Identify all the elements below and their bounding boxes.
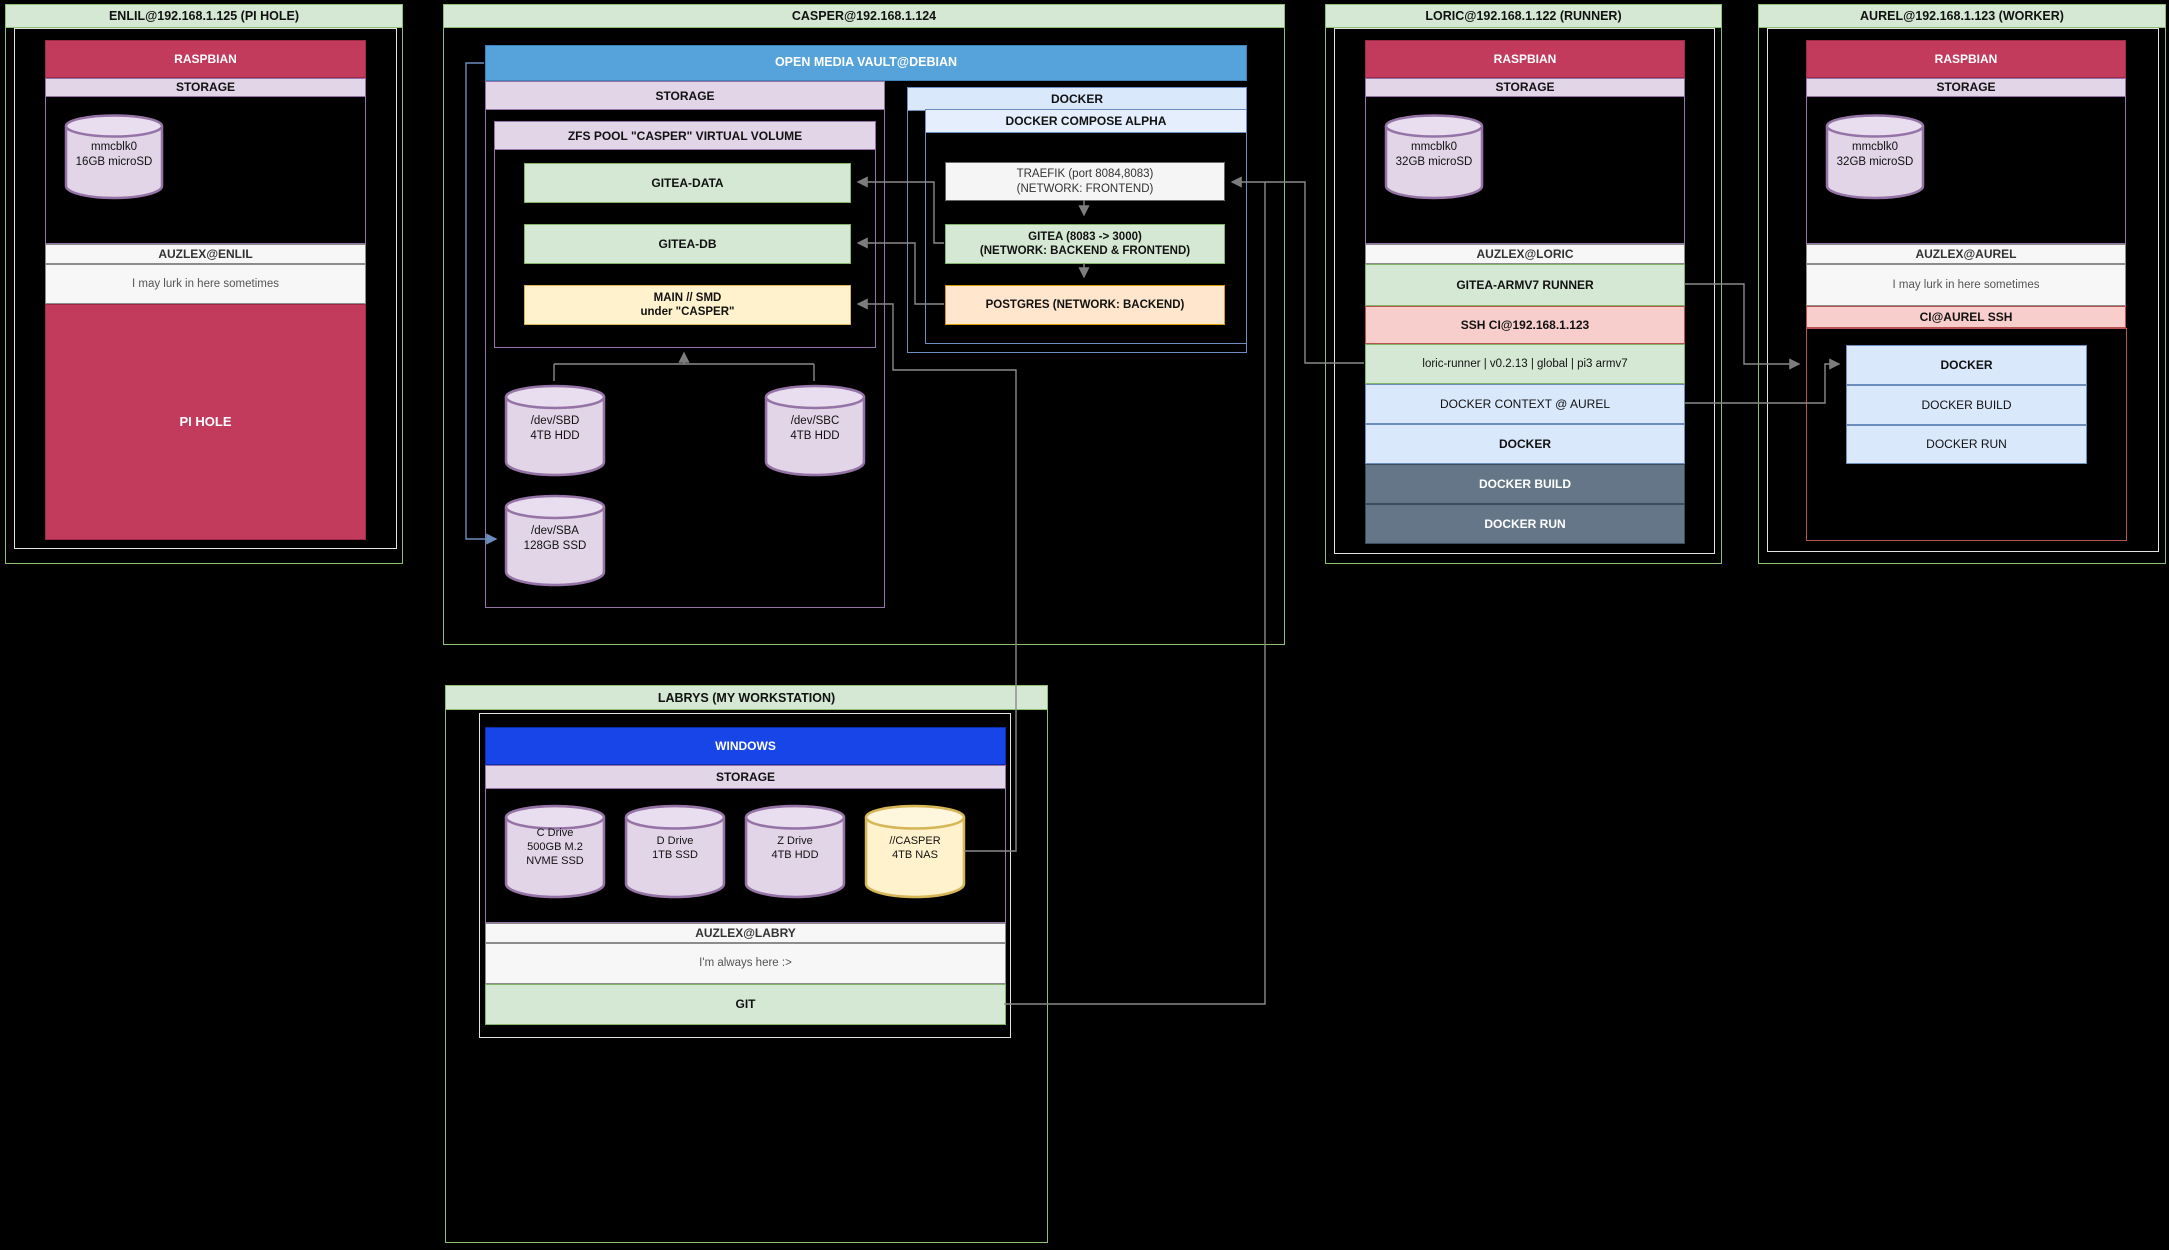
aurel-docker-run-row: DOCKER RUN: [1846, 425, 2087, 464]
casper-storage-header: STORAGE: [486, 82, 884, 110]
loric-os-raspbian: RASPBIAN: [1365, 40, 1685, 78]
enlil-pihole-service: PI HOLE: [45, 304, 366, 540]
labrys-os-windows: WINDOWS: [485, 727, 1006, 765]
casper-docker-header: DOCKER: [908, 88, 1246, 111]
machine-aurel: AUREL@192.168.1.123 (WORKER) RASPBIAN ST…: [1758, 4, 2166, 564]
enlil-os-raspbian: RASPBIAN: [45, 40, 366, 78]
labrys-title: LABRYS (MY WORKSTATION): [446, 686, 1047, 710]
loric-title: LORIC@192.168.1.122 (RUNNER): [1326, 5, 1721, 28]
aurel-ci-container: [1806, 328, 2127, 541]
aurel-title: AUREL@192.168.1.123 (WORKER): [1759, 5, 2165, 28]
labrys-user-note: I'm always here :>: [485, 943, 1006, 984]
aurel-user-note: I may lurk in here sometimes: [1806, 264, 2126, 306]
loric-docker-row: DOCKER: [1365, 424, 1685, 464]
casper-service-gitea: GITEA (8083 -> 3000)(NETWORK: BACKEND & …: [945, 224, 1225, 264]
aurel-storage-header: STORAGE: [1806, 78, 2126, 97]
casper-zfs-container: ZFS POOL "CASPER" VIRTUAL VOLUME: [494, 121, 876, 348]
labrys-storage-header: STORAGE: [485, 765, 1006, 789]
enlil-storage-label: STORAGE: [175, 80, 236, 94]
labrys-user-row: AUZLEX@LABRY: [485, 923, 1006, 943]
casper-volume-gitea-db: GITEA-DB: [524, 224, 851, 264]
labrys-git-row: GIT: [485, 984, 1006, 1025]
enlil-os-label: RASPBIAN: [174, 51, 237, 66]
aurel-docker-build-row: DOCKER BUILD: [1846, 385, 2087, 425]
casper-service-traefik: TRAEFIK (port 8084,8083)(NETWORK: FRONTE…: [945, 162, 1225, 201]
loric-storage-header: STORAGE: [1365, 78, 1685, 97]
loric-docker-context-row: DOCKER CONTEXT @ AUREL: [1365, 384, 1685, 424]
enlil-storage-header: STORAGE: [45, 78, 366, 97]
aurel-user-row: AUZLEX@AUREL: [1806, 244, 2126, 264]
casper-volume-gitea-data: GITEA-DATA: [524, 163, 851, 203]
machine-enlil: ENLIL@192.168.1.125 (PI HOLE) RASPBIAN S…: [5, 4, 403, 564]
aurel-os-raspbian: RASPBIAN: [1806, 40, 2126, 78]
aurel-docker-row: DOCKER: [1846, 345, 2087, 385]
aurel-ci-ssh-row: CI@AUREL SSH: [1806, 306, 2126, 328]
machine-casper: CASPER@192.168.1.124 OPEN MEDIA VAULT@DE…: [443, 4, 1285, 645]
loric-ssh-ci-row: SSH CI@192.168.1.123: [1365, 306, 1685, 344]
casper-service-postgres: POSTGRES (NETWORK: BACKEND): [945, 285, 1225, 325]
casper-title: CASPER@192.168.1.124: [444, 5, 1284, 28]
loric-user-row: AUZLEX@LORIC: [1365, 244, 1685, 264]
casper-zfs-header: ZFS POOL "CASPER" VIRTUAL VOLUME: [495, 122, 875, 150]
casper-omv-header: OPEN MEDIA VAULT@DEBIAN: [485, 45, 1247, 81]
casper-storage-container: STORAGE: [485, 81, 885, 608]
loric-docker-build-row: DOCKER BUILD: [1365, 464, 1685, 504]
enlil-title: ENLIL@192.168.1.125 (PI HOLE): [6, 5, 402, 28]
loric-runner-info-row: loric-runner | v0.2.13 | global | pi3 ar…: [1365, 344, 1685, 384]
casper-compose-header: DOCKER COMPOSE ALPHA: [926, 110, 1246, 133]
enlil-user-label: AUZLEX@ENLIL: [158, 246, 253, 261]
loric-docker-run-row: DOCKER RUN: [1365, 504, 1685, 544]
machine-loric: LORIC@192.168.1.122 (RUNNER) RASPBIAN ST…: [1325, 4, 1722, 564]
loric-gitea-runner-row: GITEA-ARMV7 RUNNER: [1365, 264, 1685, 306]
enlil-user-row: AUZLEX@ENLIL: [45, 244, 366, 264]
machine-labrys: LABRYS (MY WORKSTATION) WINDOWS STORAGE …: [445, 685, 1048, 1243]
enlil-user-note: I may lurk in here sometimes: [45, 264, 366, 304]
cylinder-shape-icon: [64, 114, 164, 200]
